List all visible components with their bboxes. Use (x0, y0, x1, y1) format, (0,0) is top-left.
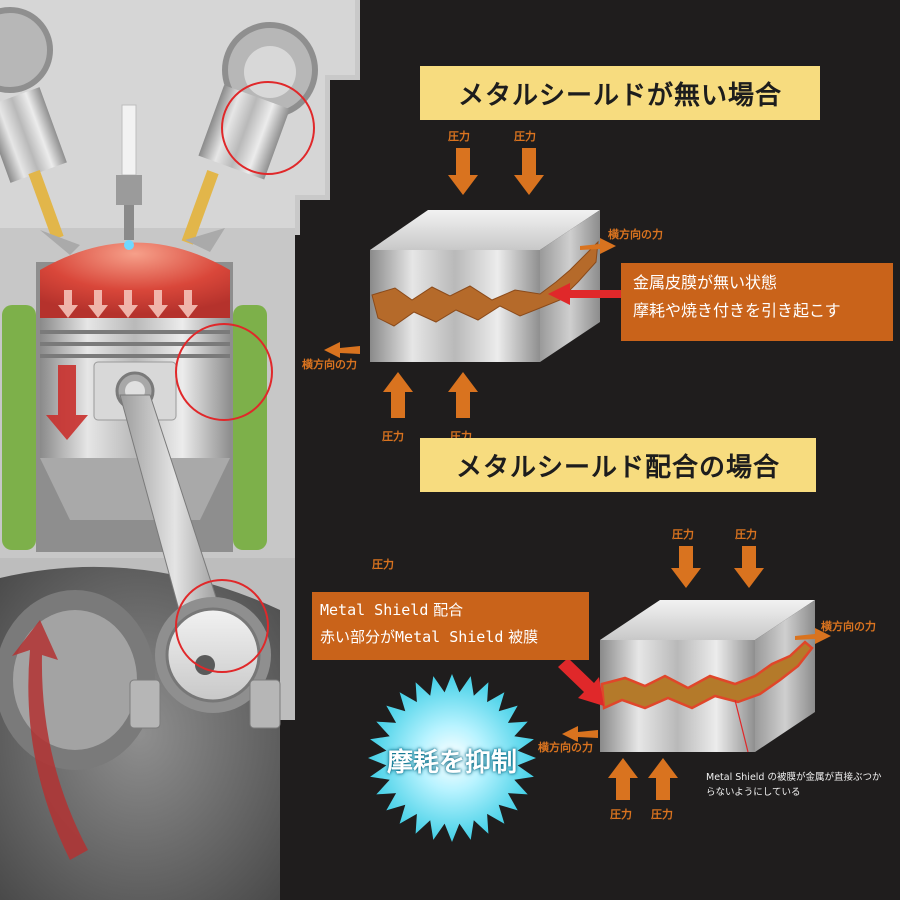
callout-with-shield-line1-suffix: 配合 (433, 601, 464, 619)
title-without-shield: メタルシールドが無い場合 (420, 66, 820, 120)
rotation-arrow (12, 620, 88, 860)
lateral-force-label-shield-right: 横方向の力 (821, 620, 876, 633)
intake-valve (0, 7, 80, 255)
pressure-label-bottom-left: 圧力 (382, 430, 404, 443)
wear-suppression-badge-label: 摩耗を抑制 (386, 748, 517, 778)
metal-shield-name-2: Metal Shield (395, 628, 504, 646)
callout-without-shield-line2: 摩耗や焼き付きを引き起こす (633, 301, 841, 320)
callout-without-shield-line1: 金属皮膜が無い状態 (633, 273, 778, 292)
red-pointer-arrow-bottom (558, 658, 604, 706)
wear-suppression-badge-shape (368, 674, 536, 842)
callout-with-shield-line2: 赤い部分がMetal Shield 被膜 (320, 624, 581, 651)
shield-coating-layer (600, 640, 814, 710)
callout-with-shield: Metal Shield 配合 赤い部分がMetal Shield 被膜 (312, 592, 589, 660)
pressure-label-shield-top-left: 圧力 (672, 528, 694, 541)
callout-without-shield: 金属皮膜が無い状態 摩耗や焼き付きを引き起こす (621, 263, 893, 341)
callout-with-shield-line1: Metal Shield 配合 (320, 597, 581, 624)
metal-shield-name: Metal Shield (320, 601, 429, 619)
valve-highlight-circle (221, 81, 315, 175)
block-with-shield (600, 600, 815, 753)
spark-plug (116, 104, 142, 250)
coolant-jacket-right (233, 305, 267, 550)
piston-down-arrow (46, 365, 88, 440)
bearing-highlight-circle (175, 579, 269, 673)
pressure-label-top-right: 圧力 (514, 130, 536, 143)
shield-note-line2: らないようにしている (706, 787, 801, 798)
pressure-label-top-left: 圧力 (448, 130, 470, 143)
pressure-label-shield-top-right: 圧力 (735, 528, 757, 541)
pressure-label-stray: 圧力 (372, 558, 394, 571)
lateral-force-label-left: 横方向の力 (302, 358, 357, 371)
callout-with-shield-line2-suffix: 被膜 (508, 628, 539, 646)
engine-block (0, 0, 360, 900)
pressure-label-shield-bottom-left: 圧力 (610, 808, 632, 821)
lateral-force-label-shield-left: 横方向の力 (538, 741, 593, 754)
lateral-force-label-right: 横方向の力 (608, 228, 663, 241)
callout-with-shield-line2-prefix: 赤い部分が (320, 628, 396, 646)
coolant-jacket-left (2, 305, 36, 550)
title-with-shield: メタルシールド配合の場合 (420, 438, 816, 492)
red-pointer-arrow-top (548, 283, 622, 305)
worn-interface-top (371, 240, 599, 327)
cylinder-wall-highlight-circle (175, 323, 273, 421)
exhaust-valve (181, 22, 318, 252)
combustion-chamber (40, 242, 230, 318)
shield-note: Metal Shield の被膜が金属が直接ぶつか らないようにしている (706, 770, 881, 800)
pressure-arrows-bottom (562, 546, 831, 800)
pressure-label-shield-bottom-right: 圧力 (651, 808, 673, 821)
pressure-arrows-top (324, 148, 616, 418)
shield-note-line1: Metal Shield の被膜が金属が直接ぶつか (706, 772, 882, 783)
